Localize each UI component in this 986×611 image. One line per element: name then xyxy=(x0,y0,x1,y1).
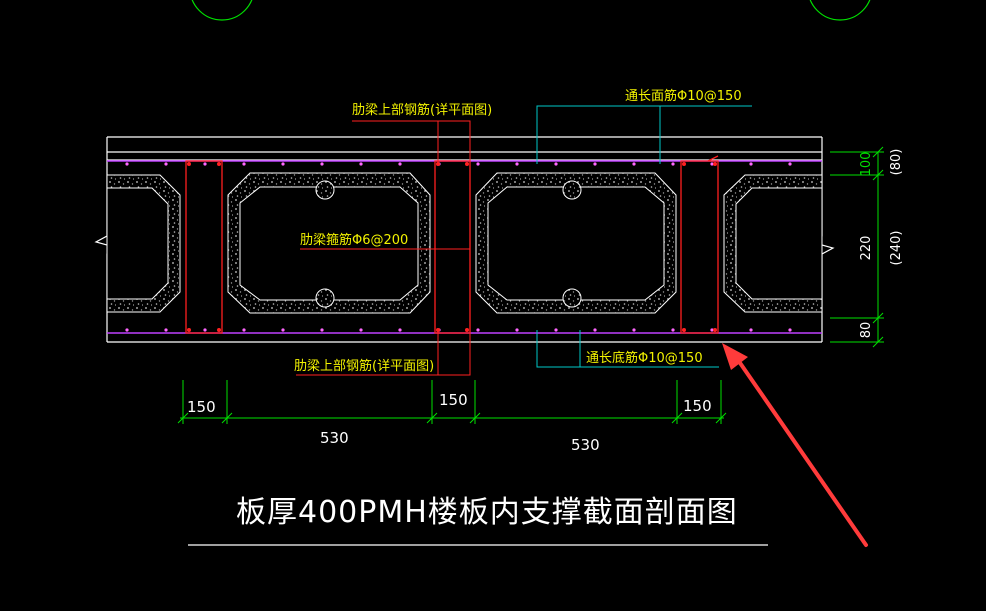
stirrup-rib-2 xyxy=(434,160,471,334)
dim-bottom: 80 xyxy=(859,322,874,339)
stirrup-rib-1 xyxy=(185,160,223,334)
hollow-box-1 xyxy=(227,172,431,314)
slab-rebar-dot xyxy=(593,162,597,166)
slab-rebar-dot xyxy=(203,328,207,332)
slab-outline xyxy=(94,136,835,343)
axis-bubble-1 xyxy=(191,0,253,21)
slab-rebar-dot xyxy=(164,328,168,332)
drawing-title: 板厚400PMH楼板内支撑截面剖面图 xyxy=(236,495,738,530)
rib-stirrups xyxy=(185,155,719,334)
label-top-long-bar: 通长面筋Φ10@150 xyxy=(625,88,742,104)
slab-rebar-dot xyxy=(593,328,597,332)
slab-rebar-dot xyxy=(788,162,792,166)
leaders-cyan xyxy=(536,105,752,368)
slab-rebar-dot xyxy=(749,328,753,332)
slab-rebar-dot xyxy=(320,162,324,166)
dim-rib-3: 150 xyxy=(683,397,712,415)
rib-rebar-dots xyxy=(187,162,717,332)
stirrup-rib-3 xyxy=(680,160,719,334)
slab-rebar-dot xyxy=(554,328,558,332)
slab-rebar-dot xyxy=(476,162,480,166)
vertical-dimension-lines xyxy=(830,146,884,348)
slab-rebar-dot xyxy=(554,162,558,166)
slab-rebar-dot xyxy=(671,162,675,166)
slab-rebar-dot xyxy=(203,162,207,166)
slab-rebar-dot xyxy=(710,328,714,332)
hollow-box-left-partial xyxy=(106,174,181,313)
slab-rebar-dot xyxy=(398,328,402,332)
slab-rebar-dot xyxy=(476,328,480,332)
slab-rebar-dot xyxy=(125,328,129,332)
slab-rebar-dot xyxy=(242,162,246,166)
label-stirrup: 肋梁箍筋Φ6@200 xyxy=(300,232,408,248)
dim-span-2: 530 xyxy=(571,436,600,454)
label-rib-top-bar-lower: 肋梁上部钢筋(详平面图) xyxy=(294,358,434,374)
slab-rebar-dot xyxy=(515,328,519,332)
dim-rib-1: 150 xyxy=(187,398,216,416)
leaders-red xyxy=(296,120,471,376)
slab-rebar-dot xyxy=(359,162,363,166)
hollow-box-2 xyxy=(475,172,677,314)
slab-rebar-dot xyxy=(125,162,129,166)
slab-rebar-dot xyxy=(398,162,402,166)
slab-rebar-dot xyxy=(788,328,792,332)
axis-bubble-2 xyxy=(809,0,871,21)
slab-rebar-dot xyxy=(359,328,363,332)
dim-span-1: 530 xyxy=(320,429,349,447)
slab-rebar-dot xyxy=(749,162,753,166)
horizontal-dimension-lines xyxy=(177,380,727,424)
slab-rebar-dot xyxy=(515,162,519,166)
dim-middle: 220 xyxy=(859,236,874,261)
hollow-box-right-partial xyxy=(723,174,823,313)
slab-rebar-dots xyxy=(125,162,792,332)
annotation-arrow xyxy=(722,343,868,547)
slab-rebar-dot xyxy=(710,162,714,166)
slab-rebar-dot xyxy=(632,328,636,332)
dim-middle-alt: (240) xyxy=(889,231,904,266)
label-bottom-long-bar: 通长底筋Φ10@150 xyxy=(586,350,703,366)
dim-rib-2: 150 xyxy=(439,391,468,409)
slab-rebar-dot xyxy=(281,328,285,332)
slab-rebar-dot xyxy=(164,162,168,166)
dim-top-alt: (80) xyxy=(889,149,904,176)
dim-top: 100 xyxy=(859,152,874,177)
slab-rebar-dot xyxy=(671,328,675,332)
slab-rebar-dot xyxy=(320,328,324,332)
slab-rebar-dot xyxy=(281,162,285,166)
slab-rebar xyxy=(107,160,822,334)
slab-rebar-dot xyxy=(242,328,246,332)
label-rib-top-bar-upper: 肋梁上部钢筋(详平面图) xyxy=(352,102,492,118)
slab-rebar-dot xyxy=(632,162,636,166)
